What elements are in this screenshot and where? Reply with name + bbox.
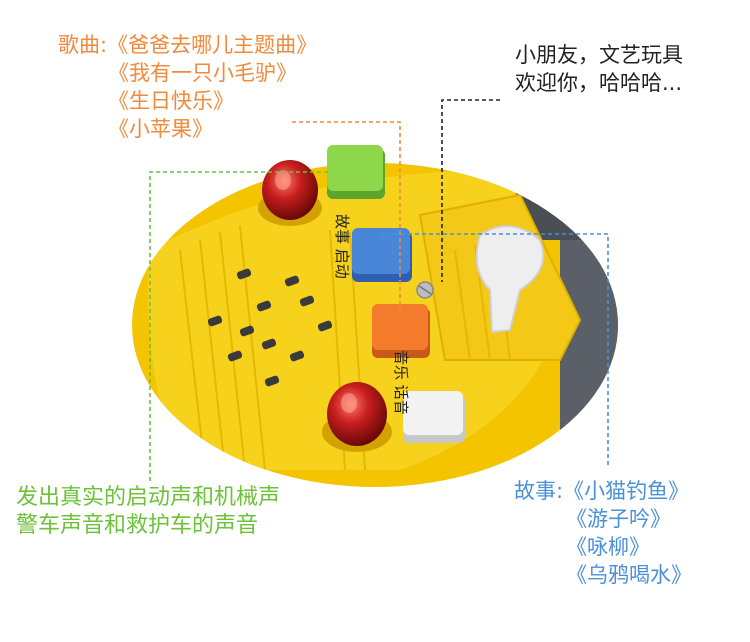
start-button-green[interactable] — [327, 145, 385, 199]
songs-line-2: 《我有一只小毛驴》 — [108, 61, 297, 85]
greeting-guide-line — [441, 99, 500, 282]
story-button-blue[interactable] — [352, 228, 412, 282]
sounds-line-2: 警车声音和救护车的声音 — [16, 513, 259, 538]
song-guide-line — [292, 121, 401, 312]
songs-line-4: 《小苹果》 — [108, 117, 213, 141]
stories-line-4: 《乌鸦喝水》 — [566, 563, 692, 587]
stories-line-3: 《咏柳》 — [566, 535, 650, 559]
songs-line-3: 《生日快乐》 — [108, 89, 234, 113]
greeting-line-2: 欢迎你，哈哈哈... — [515, 71, 683, 95]
panel-label-story-start: 故事 启动 — [333, 214, 351, 279]
songs-line-1: 歌曲:《爸爸去哪儿主题曲》 — [58, 33, 318, 57]
top-red-lamp — [258, 160, 322, 226]
music-button-orange[interactable] — [372, 304, 430, 358]
story-guide-line — [380, 233, 609, 468]
speech-button-white[interactable] — [403, 391, 465, 443]
bottom-red-lamp — [322, 382, 392, 452]
stories-line-2: 《游子吟》 — [566, 507, 671, 531]
sounds-line-1: 发出真实的启动声和机械声 — [16, 485, 281, 510]
panel-label-music-speech: 音乐 话音 — [392, 350, 410, 415]
greeting-line-1: 小朋友，文艺玩具 — [515, 43, 683, 67]
stories-line-1: 故事:《小猫钓鱼》 — [514, 479, 690, 503]
sound-guide-line — [149, 171, 328, 482]
